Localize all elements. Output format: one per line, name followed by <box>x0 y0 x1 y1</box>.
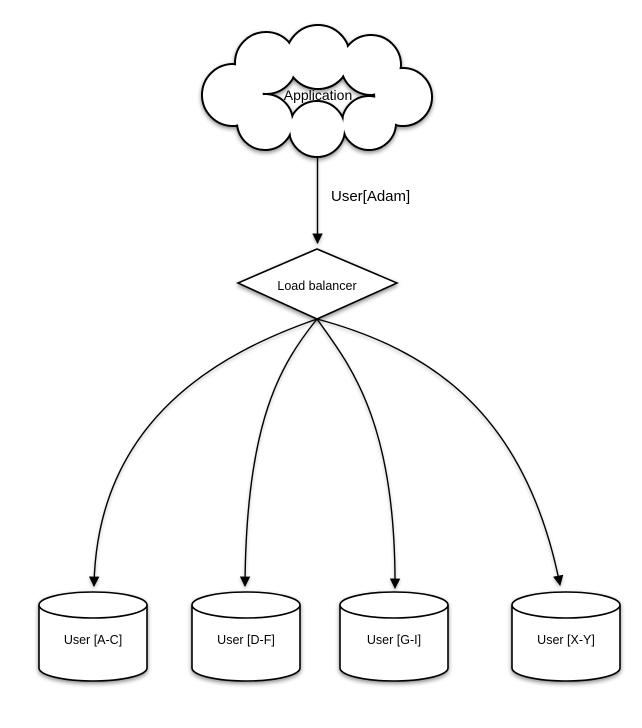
db-gi-cylinder-body <box>339 605 449 682</box>
application-cloud-node <box>201 24 433 158</box>
edge-load-balancer-to-db-df <box>239 318 318 588</box>
db-gi-cylinder-top <box>339 591 449 619</box>
load-balancer-node <box>236 248 399 320</box>
cloud-bump-fill <box>290 102 344 156</box>
db-xy-label: User [X-Y] <box>537 633 595 647</box>
db-xy-node <box>511 591 621 682</box>
cloud-bump-fill <box>287 26 349 88</box>
load-balancer-diamond <box>236 248 399 320</box>
cloud-bump-fill <box>236 33 296 93</box>
cloud-bump-fill <box>343 97 395 149</box>
edge-label-user-adam: User[Adam] <box>331 188 410 205</box>
db-xy-cylinder-top <box>511 591 621 619</box>
cloud-fill-cover <box>203 26 431 156</box>
db-xy-cylinder-body <box>511 605 621 682</box>
db-ac-cylinder-top <box>38 591 148 619</box>
load-balancer-label: Load balancer <box>277 279 356 293</box>
db-gi-node <box>339 591 449 682</box>
db-ac-cylinder-body <box>38 605 148 682</box>
application-label: Application <box>284 87 353 103</box>
db-gi-label: User [G-I] <box>367 633 421 647</box>
edge-load-balancer-to-db-xy <box>316 318 564 587</box>
edge-load-balancer-to-db-ac <box>88 318 318 588</box>
edge-load-balancer-to-db-gi <box>316 318 401 590</box>
db-df-cylinder-top <box>191 591 301 619</box>
cloud-bump-fill <box>238 95 292 149</box>
db-df-node <box>191 591 301 682</box>
db-ac-node <box>38 591 148 682</box>
db-df-cylinder-body <box>191 605 301 682</box>
edges-layer <box>88 157 564 590</box>
db-df-label: User [D-F] <box>217 633 275 647</box>
db-ac-label: User [A-C] <box>64 633 122 647</box>
